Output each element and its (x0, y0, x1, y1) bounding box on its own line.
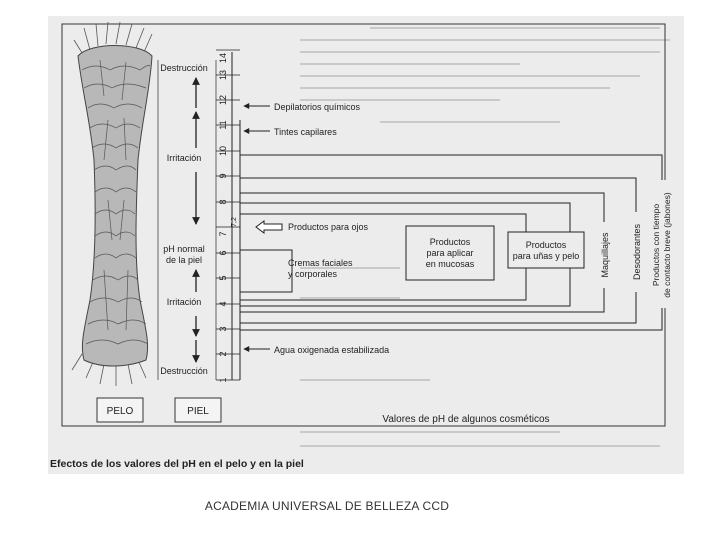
desodorantes-label-bg (628, 212, 644, 292)
ph-tick-7: 7 (218, 231, 228, 236)
background-text-ghost (300, 27, 670, 447)
mucosas-label-line1: Productos (430, 237, 471, 247)
pelo-label-box (96, 397, 144, 423)
depilatorios-label: Depilatorios químicos (274, 102, 361, 112)
ojos-label: Productos para ojos (288, 222, 369, 232)
zone-normal-ph-line2: de la piel (166, 255, 202, 265)
ph-tick-2: 2 (218, 351, 228, 356)
axis-title: Valores de pH de algunos cosméticos (382, 414, 549, 425)
scanned-figure: PELO PIEL Destrucción Irritación pH norm… (48, 16, 684, 474)
unas-pelo-box (507, 231, 585, 269)
cremas-box (239, 249, 293, 293)
zone-normal-ph-line1: pH normal (163, 244, 205, 254)
contacto-breve-label-bg (650, 180, 676, 308)
zone-irritation-top: Irritación (167, 153, 202, 163)
zone-destruction-bottom: Destrucción (160, 366, 208, 376)
ph-tick-3: 3 (218, 326, 228, 331)
ph-tick-8: 8 (218, 199, 228, 204)
ph-tick-12: 12 (218, 95, 228, 105)
piel-label-box (174, 397, 222, 423)
ph-tick-1: 1 (218, 377, 228, 382)
mucosas-label-line3: en mucosas (426, 259, 475, 269)
ph-tick-4: 4 (218, 301, 228, 306)
cremas-label-line2: y corporales (288, 269, 338, 279)
ph-tick-11: 11 (218, 120, 228, 129)
zone-destruction-top: Destrucción (160, 63, 208, 73)
figure-caption: Efectos de los valores del pH en el pelo… (50, 458, 304, 470)
ph-scale-ticks (216, 49, 240, 381)
maquillajes-label: Maquillajes (600, 232, 610, 278)
zone-irritation-bottom: Irritación (167, 297, 202, 307)
desodorantes-label: Desodorantes (632, 223, 642, 280)
piel-label: PIEL (187, 406, 209, 417)
cremas-label-line1: Cremas faciales (288, 258, 353, 268)
ph-scale-labels: 1 2 3 4 5 6 7 8 9 10 11 12 13 14 7,2 (218, 53, 238, 383)
contacto-breve-label-line2: de contacto breve (jabones) (662, 192, 672, 298)
unas-pelo-label-line2: para uñas y pelo (513, 251, 580, 261)
ojos-open-arrow (255, 220, 283, 234)
ph-tick-6: 6 (218, 250, 228, 255)
ph-tick-13: 13 (218, 70, 228, 80)
ph-tick-10: 10 (218, 146, 228, 156)
footer-credit: ACADEMIA UNIVERSAL DE BELLEZA CCD (204, 499, 450, 513)
agua-label: Agua oxigenada estabilizada (274, 345, 389, 355)
mucosas-label-line2: para aplicar (426, 248, 473, 258)
ph-tick-9: 9 (218, 173, 228, 178)
ph-tick-5: 5 (218, 275, 228, 280)
ph-tick-14: 14 (218, 53, 228, 63)
mucosas-box (405, 225, 495, 281)
tintes-label: Tintes capilares (274, 127, 337, 137)
pelo-label: PELO (107, 406, 134, 417)
unas-pelo-label-line1: Productos (526, 240, 567, 250)
ph-tick-7-2: 7,2 (231, 217, 238, 227)
maquillajes-label-bg (596, 222, 612, 288)
hair-strand-illustration (71, 21, 153, 386)
contacto-breve-label-line1: Productos con tiempo (651, 204, 661, 286)
